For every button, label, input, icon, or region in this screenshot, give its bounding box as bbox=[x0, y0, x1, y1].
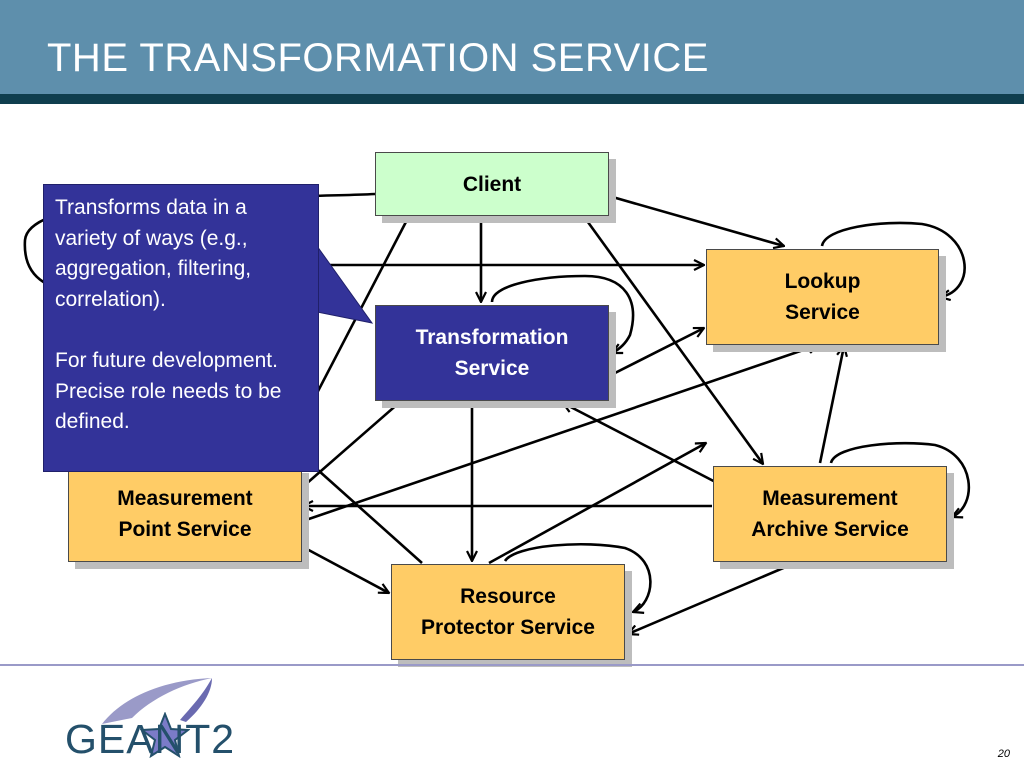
geant2-logo: GEANT2 bbox=[62, 676, 252, 762]
measurement-point-service-box: Measurement Point Service bbox=[68, 466, 302, 562]
title-divider bbox=[0, 94, 1024, 104]
arrow-archive-to-lookup bbox=[818, 346, 844, 464]
arrow-client-to-lookup bbox=[608, 194, 784, 246]
client-label: Client bbox=[462, 172, 522, 196]
page-number: 20 bbox=[997, 748, 1010, 760]
slide-title: THE TRANSFORMATION SERVICE bbox=[47, 36, 709, 80]
transformation-service-box: Transformation Service bbox=[375, 305, 609, 401]
client-box: Client bbox=[375, 152, 609, 216]
logo-star-icon bbox=[140, 712, 190, 758]
transformation-service-label: Transformation Service bbox=[415, 326, 569, 380]
arrow-callout-line-to-resource bbox=[299, 453, 423, 564]
arrow-transformation-to-measurement-point bbox=[290, 401, 401, 498]
arrow-measurement-point-to-lookup bbox=[299, 345, 818, 524]
arrow-archive-to-transformation bbox=[563, 401, 728, 490]
callout-paragraph-2: For future development. Precise role nee… bbox=[55, 349, 282, 433]
lookup-service-label: Lookup Service bbox=[784, 270, 861, 324]
arrow-measurement-point-to-resource bbox=[302, 545, 389, 593]
loop-archive bbox=[829, 441, 971, 517]
callout-paragraph-1: Transforms data in a variety of ways (e.… bbox=[55, 196, 252, 311]
title-bar bbox=[0, 0, 1024, 94]
measurement-archive-service-label: Measurement Archive Service bbox=[751, 487, 909, 541]
arrow-client-to-archive bbox=[583, 217, 763, 464]
footer-divider bbox=[0, 664, 1024, 666]
callout-note: Transforms data in a variety of ways (e.… bbox=[43, 184, 319, 472]
loop-lookup bbox=[820, 221, 966, 297]
arrow-archive-to-resource bbox=[628, 561, 796, 634]
loop-resource bbox=[503, 542, 652, 612]
resource-protector-service-label: Resource Protector Service bbox=[421, 585, 595, 639]
logo-swoosh bbox=[102, 678, 212, 724]
logo-text: GEANT2 bbox=[65, 716, 236, 762]
measurement-archive-service-box: Measurement Archive Service bbox=[713, 466, 947, 562]
lookup-service-box: Lookup Service bbox=[706, 249, 939, 345]
loop-transformation bbox=[490, 274, 635, 355]
resource-protector-service-box: Resource Protector Service bbox=[391, 564, 625, 660]
measurement-point-service-label: Measurement Point Service bbox=[117, 487, 253, 541]
arrow-resource-to-lookup bbox=[488, 443, 706, 565]
arrow-transformation-to-lookup bbox=[608, 326, 704, 378]
